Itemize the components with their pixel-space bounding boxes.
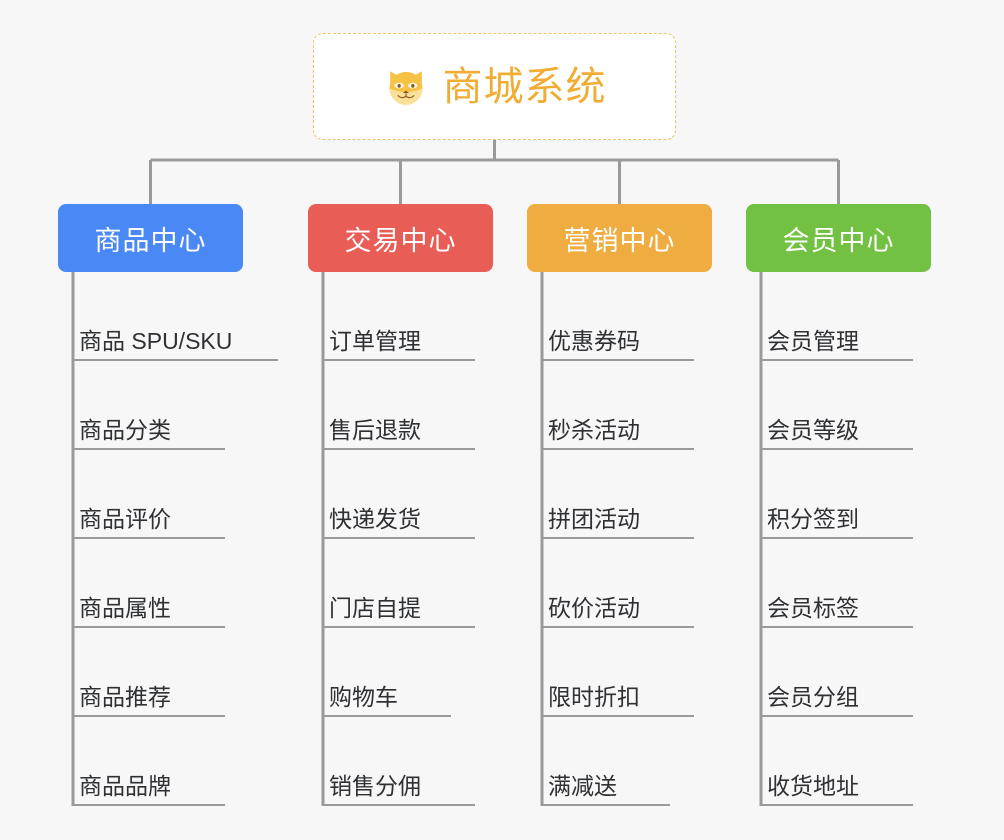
item-underline (761, 448, 913, 450)
list-item[interactable]: 订单管理 (323, 272, 493, 361)
item-label: 商品评价 (79, 505, 171, 532)
item-label: 商品品牌 (79, 772, 171, 799)
list-item[interactable]: 拼团活动 (542, 450, 712, 539)
item-underline (73, 715, 225, 717)
item-label: 会员管理 (767, 327, 859, 354)
item-label: 商品分类 (79, 416, 171, 443)
category-label: 营销中心 (563, 225, 676, 256)
category-box[interactable]: 交易中心 (308, 204, 493, 272)
item-label: 商品 SPU/SKU (79, 327, 233, 354)
list-item[interactable]: 优惠券码 (542, 272, 712, 361)
item-underline (761, 626, 913, 628)
item-underline (73, 359, 278, 361)
item-underline (323, 537, 475, 539)
item-label: 订单管理 (329, 327, 421, 354)
category-label: 会员中心 (782, 225, 895, 256)
category-column-1: 商品中心商品 SPU/SKU 商品分类商品评价商品属性商品推荐商品品牌 (58, 204, 278, 806)
item-label: 优惠券码 (548, 327, 640, 354)
category-column-3: 营销中心优惠券码秒杀活动拼团活动砍价活动限时折扣满减送 (527, 204, 712, 806)
category-box[interactable]: 会员中心 (746, 204, 931, 272)
item-underline (542, 715, 694, 717)
list-item[interactable]: 快递发货 (323, 450, 493, 539)
category-item-list: 会员管理会员等级积分签到会员标签会员分组收货地址 (761, 272, 931, 806)
list-item[interactable]: 商品评价 (73, 450, 243, 539)
item-label: 商品推荐 (79, 683, 171, 710)
category-label: 交易中心 (344, 225, 457, 256)
list-item[interactable]: 商品 SPU/SKU (73, 272, 278, 361)
list-item[interactable]: 砍价活动 (542, 539, 712, 628)
root-node-mall-system[interactable]: 商城系统 (313, 33, 676, 140)
list-item[interactable]: 秒杀活动 (542, 361, 712, 450)
category-item-list: 订单管理售后退款快递发货门店自提购物车销售分佣 (323, 272, 493, 806)
list-item[interactable]: 会员分组 (761, 628, 931, 717)
item-label: 砍价活动 (548, 594, 640, 621)
item-label: 拼团活动 (548, 505, 640, 532)
item-underline (761, 359, 913, 361)
list-item[interactable]: 销售分佣 (323, 717, 493, 806)
item-underline (73, 537, 225, 539)
shiba-dog-face-icon (388, 70, 423, 105)
list-item[interactable]: 商品品牌 (73, 717, 243, 806)
list-item[interactable]: 收货地址 (761, 717, 931, 806)
item-underline (542, 448, 694, 450)
category-box[interactable]: 商品中心 (58, 204, 243, 272)
item-label: 会员等级 (767, 416, 859, 443)
list-item[interactable]: 会员等级 (761, 361, 931, 450)
item-underline (542, 804, 670, 806)
list-item[interactable]: 购物车 (323, 628, 493, 717)
item-underline (323, 448, 475, 450)
item-label: 售后退款 (329, 416, 421, 443)
item-underline (761, 537, 913, 539)
category-column-4: 会员中心会员管理会员等级积分签到会员标签会员分组收货地址 (746, 204, 931, 806)
item-label: 满减送 (548, 772, 617, 799)
item-underline (542, 359, 694, 361)
list-item[interactable]: 商品分类 (73, 361, 243, 450)
list-item[interactable]: 积分签到 (761, 450, 931, 539)
category-item-list: 优惠券码秒杀活动拼团活动砍价活动限时折扣满减送 (542, 272, 712, 806)
item-underline (73, 804, 225, 806)
item-underline (761, 715, 913, 717)
item-underline (323, 359, 475, 361)
item-label: 销售分佣 (329, 772, 421, 799)
item-label: 门店自提 (329, 594, 421, 621)
item-underline (323, 804, 475, 806)
item-underline (73, 448, 225, 450)
root-title: 商城系统 (442, 64, 607, 109)
item-label: 会员分组 (767, 683, 859, 710)
item-underline (542, 626, 694, 628)
item-underline (323, 626, 475, 628)
list-item[interactable]: 会员管理 (761, 272, 931, 361)
item-label: 商品属性 (79, 594, 171, 621)
list-item[interactable]: 售后退款 (323, 361, 493, 450)
item-label: 秒杀活动 (548, 416, 640, 443)
item-label: 限时折扣 (548, 683, 640, 710)
item-underline (761, 804, 913, 806)
category-column-2: 交易中心订单管理售后退款快递发货门店自提购物车销售分佣 (308, 204, 493, 806)
category-label: 商品中心 (94, 225, 207, 256)
item-underline (73, 626, 225, 628)
item-label: 会员标签 (767, 594, 859, 621)
item-label: 收货地址 (767, 772, 859, 799)
item-underline (542, 537, 694, 539)
list-item[interactable]: 会员标签 (761, 539, 931, 628)
item-label: 购物车 (329, 683, 398, 710)
category-box[interactable]: 营销中心 (527, 204, 712, 272)
list-item[interactable]: 商品推荐 (73, 628, 243, 717)
list-item[interactable]: 满减送 (542, 717, 712, 806)
item-label: 积分签到 (767, 505, 859, 532)
category-item-list: 商品 SPU/SKU 商品分类商品评价商品属性商品推荐商品品牌 (73, 272, 278, 806)
list-item[interactable]: 限时折扣 (542, 628, 712, 717)
item-underline (323, 715, 451, 717)
list-item[interactable]: 门店自提 (323, 539, 493, 628)
item-label: 快递发货 (329, 505, 421, 532)
list-item[interactable]: 商品属性 (73, 539, 243, 628)
